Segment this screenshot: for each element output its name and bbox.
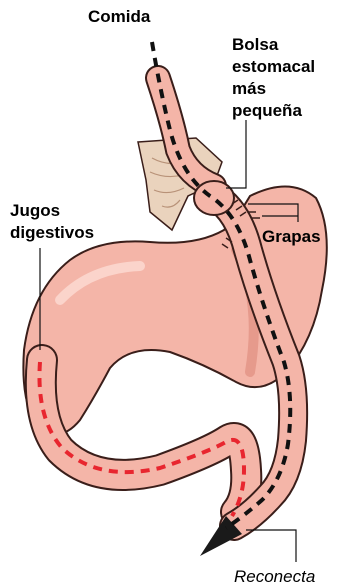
pouch-leader-line: [226, 120, 246, 188]
small-stomach-pouch: [194, 181, 234, 215]
reconnect-leader-line: [246, 530, 296, 562]
reconnect-label: Reconecta: [234, 566, 315, 587]
pouch-label-line4: pequeña: [232, 100, 302, 121]
pouch-label-line2: estomacal: [232, 56, 315, 77]
pouch-label-line3: más: [232, 78, 266, 99]
staples-label: Grapas: [262, 226, 321, 247]
pouch-label-line1: Bolsa: [232, 34, 278, 55]
food-label: Comida: [88, 6, 150, 27]
juices-label-line2: digestivos: [10, 222, 94, 243]
juices-label-line1: Jugos: [10, 200, 60, 221]
